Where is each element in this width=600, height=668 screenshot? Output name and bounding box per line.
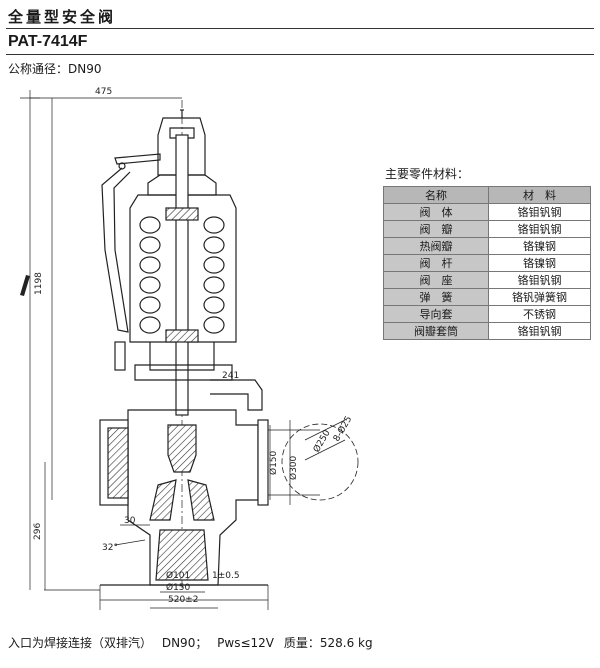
dim-base-width: 520±2 [168, 595, 198, 605]
dim-angle32: 32° [102, 543, 118, 553]
parts-caption: 主要零件材料： [385, 167, 470, 181]
model-number: PAT-7414F [8, 33, 88, 50]
table-row: 阀瓣套筒铬钼钒钢 [383, 322, 591, 340]
nominal-diameter: 公称通径：DN90 [8, 60, 102, 77]
dim-inlet-height: 296 [33, 523, 43, 540]
dim-d250-pcd: Ø250 [311, 428, 333, 455]
dim-bolts: 8-Ø25 [331, 414, 354, 443]
table-row: 弹 簧铬钒弹簧钢 [383, 288, 591, 306]
dim-d150-base: Ø150 [166, 582, 191, 593]
header-material: 材 料 [488, 186, 591, 204]
table-row: 热阀瓣铬镍钢 [383, 237, 591, 255]
part-name: 阀瓣套筒 [383, 322, 489, 340]
part-material: 铬钼钒钢 [488, 322, 591, 340]
parts-header-row: 名称 材 料 [383, 186, 591, 204]
part-material: 铬钼钒钢 [488, 203, 591, 221]
table-row: 阀 座铬钼钒钢 [383, 271, 591, 289]
part-name: 阀 瓣 [383, 220, 489, 238]
footer-dn: DN90； [161, 636, 208, 650]
parts-materials: 主要零件材料： 名称 材 料 阀 体铬钼钒钢 阀 瓣铬钼钒钢 热阀瓣铬镍钢 阀 … [383, 165, 591, 340]
dim-angle30: 30 [124, 516, 136, 526]
part-name: 热阀瓣 [383, 237, 489, 255]
part-name: 阀 杆 [383, 254, 489, 272]
model-divider [6, 54, 594, 55]
table-row: 阀 体铬钼钒钢 [383, 203, 591, 221]
part-material: 不锈钢 [488, 305, 591, 323]
table-row: 导向套不锈钢 [383, 305, 591, 323]
parts-table: 名称 材 料 阀 体铬钼钒钢 阀 瓣铬钼钒钢 热阀瓣铬镍钢 阀 杆铬镍钢 阀 座… [383, 186, 591, 340]
part-name: 阀 体 [383, 203, 489, 221]
dim-d101: Ø101 [166, 570, 190, 581]
part-name: 导向套 [383, 305, 489, 323]
dim-overall-height: 1198 [34, 272, 44, 295]
footer-connection: 入口为焊接连接（双排汽） [8, 636, 153, 650]
table-row: 阀 杆铬镍钢 [383, 254, 591, 272]
part-name: 弹 簧 [383, 288, 489, 306]
footer-mass: 质量：528.6 kg [283, 636, 373, 650]
part-material: 铬钼钒钢 [488, 271, 591, 289]
nominal-value: DN90 [68, 62, 102, 76]
part-material: 铬镍钢 [488, 237, 591, 255]
dim-tol: 1±0.5 [212, 571, 240, 581]
header-name: 名称 [383, 186, 489, 204]
valve-drawing: 475 1198 296 Ø150 Ø300 Ø250 8-Ø25 241 30… [20, 87, 359, 610]
page-title: 全量型安全阀 [8, 8, 117, 26]
footer-spec: 入口为焊接连接（双排汽） DN90； Pws≤12V 质量：528.6 kg [8, 634, 379, 651]
title-divider [6, 28, 594, 29]
part-name: 阀 座 [383, 271, 489, 289]
nominal-label: 公称通径： [8, 62, 69, 76]
part-material: 铬钒弹簧钢 [488, 288, 591, 306]
table-row: 阀 瓣铬钼钒钢 [383, 220, 591, 238]
dim-d300-outlet: Ø300 [288, 455, 299, 480]
dim-overall-width: 475 [95, 87, 112, 97]
part-material: 铬钼钒钢 [488, 220, 591, 238]
dim-d150-outlet: Ø150 [268, 450, 279, 475]
footer-pressure: Pws≤12V [217, 636, 275, 650]
part-material: 铬镍钢 [488, 254, 591, 272]
dim-241: 241 [222, 371, 239, 381]
pointer-icon [20, 275, 30, 296]
